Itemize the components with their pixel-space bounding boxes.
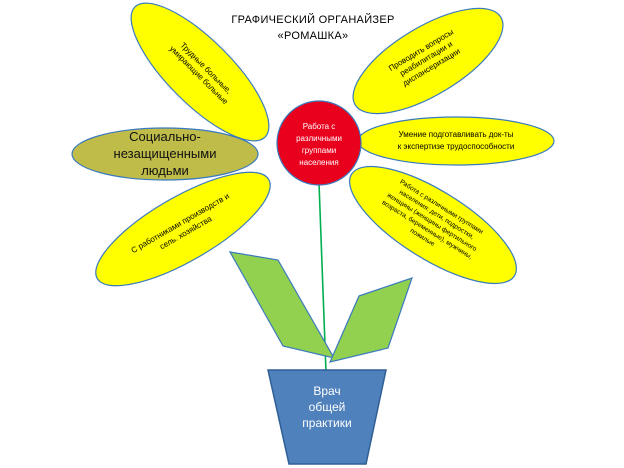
center-line-1: Работа с xyxy=(303,122,336,131)
center-line-4: населения xyxy=(299,158,338,167)
title-line-2: «РОМАШКА» xyxy=(278,30,349,42)
center-line-2: различными xyxy=(296,134,342,143)
petal-left-line-2: незащищенными xyxy=(114,146,217,161)
petal-left-line-3: людьми xyxy=(141,163,189,178)
petal-bottom-right: Работа с различными группами населения: … xyxy=(349,165,517,285)
title-line-1: ГРАФИЧЕСКИЙ ОРГАНАЙЗЕР xyxy=(231,13,394,26)
center-line-3: группами xyxy=(302,146,336,155)
pot-line-2: общей xyxy=(309,400,346,414)
right-leaf xyxy=(328,277,413,363)
petal-left-line-1: Социально- xyxy=(129,129,201,144)
pot-line-3: практики xyxy=(302,416,351,430)
flower-center: Работа с различными группами населения xyxy=(276,100,362,186)
petal-top-right: Проводить вопросы реабилитации и диспанс… xyxy=(352,7,504,115)
pot-line-1: Врач xyxy=(313,384,340,398)
flower-stem xyxy=(318,182,327,373)
petal-right-line-1: Умение подготавливать док-ты xyxy=(399,130,514,139)
flower-pot: Врач общей практики xyxy=(267,369,387,465)
petal-right-line-2: к экспертизе трудоспособности xyxy=(398,142,515,151)
petal-right: Умение подготавливать док-ты к экспертиз… xyxy=(357,116,555,166)
left-leaf xyxy=(228,251,336,359)
petal-left: Социально- незащищенными людьми xyxy=(71,127,259,181)
